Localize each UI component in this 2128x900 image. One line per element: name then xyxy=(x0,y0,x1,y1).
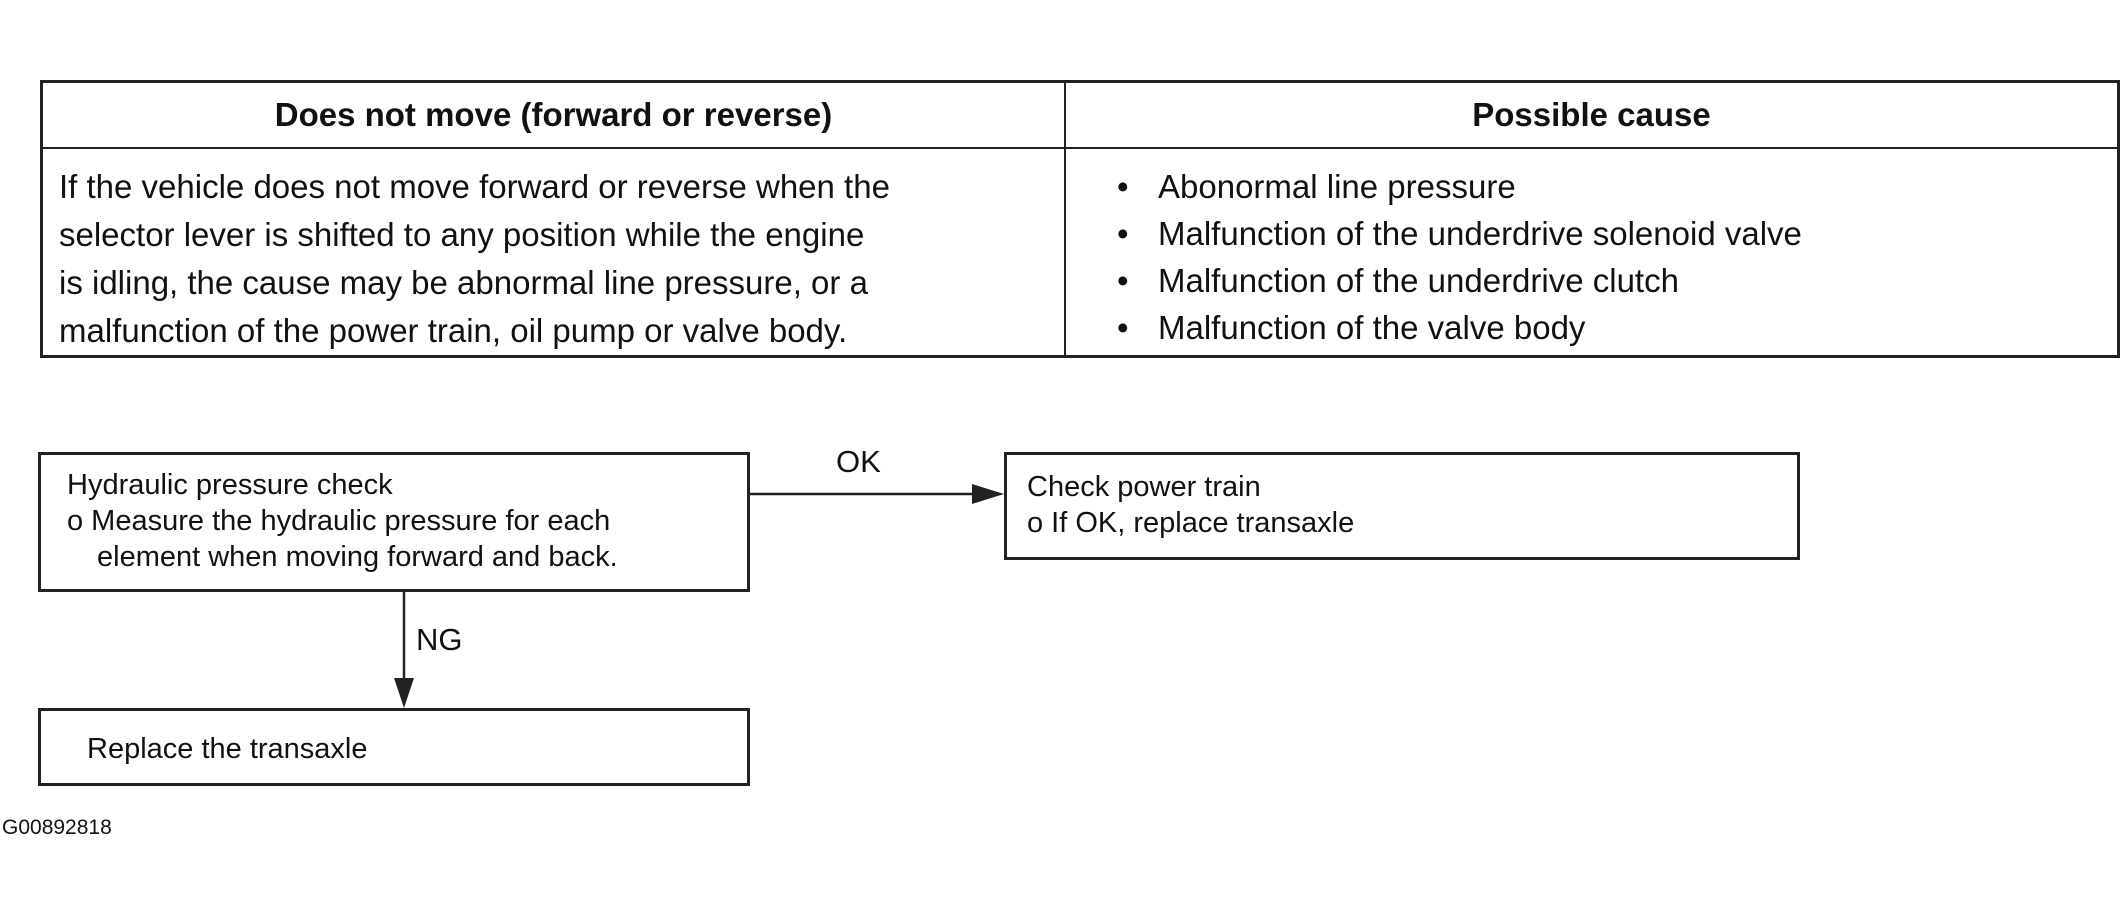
symptom-header: Does not move (forward or reverse) xyxy=(274,96,833,133)
figure-id: G00892818 xyxy=(2,816,112,839)
ok-arrow-head xyxy=(972,484,1004,504)
cause-text: Malfunction of the underdrive solenoid v… xyxy=(1158,215,1802,252)
bullet-icon: • xyxy=(1117,215,1129,252)
ng-arrow-head xyxy=(394,678,414,708)
bullet-icon: • xyxy=(1117,262,1129,299)
cause-header: Possible cause xyxy=(1472,96,1711,133)
box-title: Hydraulic pressure check xyxy=(67,469,393,501)
list-item: • Abonormal line pressure xyxy=(1113,163,1802,210)
list-item: • Malfunction of the valve body xyxy=(1113,304,1802,351)
replace-transaxle-box: Replace the transaxle xyxy=(38,708,750,786)
bullet-icon: • xyxy=(1117,168,1129,205)
symptom-line: malfunction of the power train, oil pump… xyxy=(59,312,848,349)
table-column-divider xyxy=(1064,83,1066,355)
symptom-description: If the vehicle does not move forward or … xyxy=(59,163,1059,355)
box-step-continuation: element when moving forward and back. xyxy=(97,541,618,573)
symptom-line: selector lever is shifted to any positio… xyxy=(59,216,865,253)
cause-text: Malfunction of the underdrive clutch xyxy=(1158,262,1679,299)
bullet-icon: • xyxy=(1117,309,1129,346)
box-step: o Measure the hydraulic pressure for eac… xyxy=(67,505,611,537)
box-step: o If OK, replace transaxle xyxy=(1027,507,1355,539)
hydraulic-pressure-check-box: Hydraulic pressure check o Measure the h… xyxy=(38,452,750,592)
table-row-divider xyxy=(43,147,2117,149)
possible-causes-list: • Abonormal line pressure • Malfunction … xyxy=(1113,163,1802,351)
list-item: • Malfunction of the underdrive solenoid… xyxy=(1113,210,1802,257)
cause-text: Abonormal line pressure xyxy=(1158,168,1516,205)
troubleshooting-table: Does not move (forward or reverse) Possi… xyxy=(40,80,2120,358)
ok-label: OK xyxy=(836,444,881,479)
list-item: • Malfunction of the underdrive clutch xyxy=(1113,257,1802,304)
cause-text: Malfunction of the valve body xyxy=(1158,309,1586,346)
box-title: Replace the transaxle xyxy=(87,733,368,765)
symptom-line: If the vehicle does not move forward or … xyxy=(59,168,890,205)
box-title: Check power train xyxy=(1027,471,1261,503)
symptom-line: is idling, the cause may be abnormal lin… xyxy=(59,264,868,301)
ng-label: NG xyxy=(416,622,463,657)
check-power-train-box: Check power train o If OK, replace trans… xyxy=(1004,452,1800,560)
